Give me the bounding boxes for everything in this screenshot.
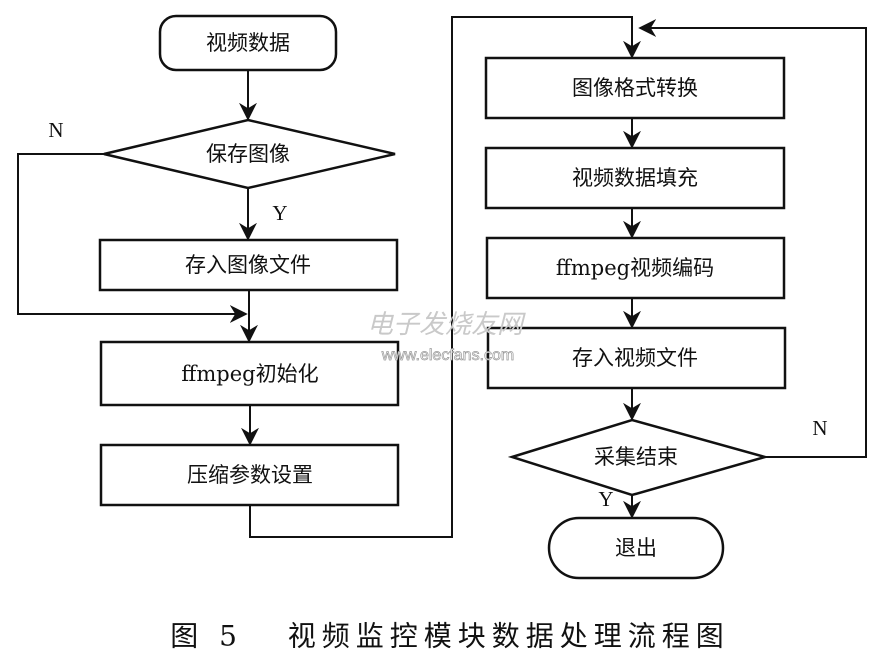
ffmpeg-init-box	[99, 340, 400, 407]
connectors	[17, 16, 867, 538]
save-yes-label: Y	[272, 201, 287, 225]
format-convert-box	[484, 56, 786, 120]
exit-terminator	[547, 516, 725, 580]
video-fill-box	[484, 146, 786, 210]
compress-params-label: 压缩参数设置	[187, 463, 313, 487]
save-video-file-label: 存入视频文件	[572, 346, 698, 370]
compress-params-box	[99, 443, 400, 507]
save-image-file-box	[98, 238, 399, 292]
start-terminator	[158, 14, 338, 72]
ffmpeg-encode-label: ffmpeg视频编码	[556, 256, 714, 280]
ffmpeg-encode-box	[485, 236, 786, 300]
figure-caption: 图 5 视频监控模块数据处理流程图	[170, 620, 729, 653]
capture-end-label: 采集结束	[594, 445, 678, 469]
capture-end-diamond	[507, 418, 770, 497]
end-yes-label: Y	[598, 487, 613, 511]
watermark-cn: 电子发烧友网	[367, 310, 526, 340]
watermark-url: www.elecfans.com	[381, 347, 515, 364]
start-label: 视频数据	[206, 31, 290, 55]
save-decision-diamond	[103, 118, 396, 190]
arrow-to-format-convert	[249, 16, 641, 538]
format-convert-label: 图像格式转换	[572, 76, 698, 100]
save-image-file-label: 存入图像文件	[185, 253, 311, 277]
arrow-save-no	[17, 153, 248, 323]
save-no-label: N	[48, 118, 63, 142]
exit-label: 退出	[615, 536, 657, 560]
ffmpeg-init-label: ffmpeg初始化	[181, 362, 318, 386]
save-decision-label: 保存图像	[206, 142, 290, 166]
end-no-label: N	[812, 416, 827, 440]
video-fill-label: 视频数据填充	[572, 166, 698, 190]
save-video-file-box	[486, 326, 787, 390]
arrow-end-no-loop	[638, 19, 867, 458]
